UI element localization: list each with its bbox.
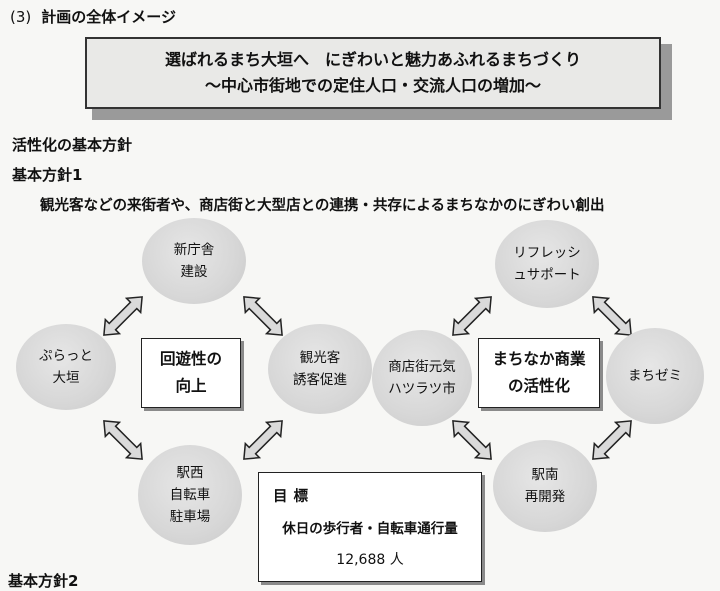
circle-machizemi: まちゼミ <box>606 328 704 424</box>
arrow-bottom-left <box>96 413 150 467</box>
basic-policy-heading: 活性化の基本方針 <box>12 136 133 154</box>
main-title-box: 選ばれるまち大垣へ にぎわいと魅力あふれるまちづくり ～中心市街地での定住人口・… <box>85 37 661 109</box>
main-title-line1: 選ばれるまち大垣へ にぎわいと魅力あふれるまちづくり <box>164 49 581 69</box>
circle-new-city-hall: 新庁舎 建設 <box>142 218 246 304</box>
section-heading: (3) 計画の全体イメージ <box>10 6 176 27</box>
policy1-label: 基本方針1 <box>12 166 83 184</box>
circle-puratto-ogaki: ぷらっと 大垣 <box>16 324 116 410</box>
circle-shopping-street-market: 商店街元気 ハツラツ市 <box>372 330 472 426</box>
goal-box: 目標 休日の歩行者・自転車通行量 12,688 人 <box>258 472 482 582</box>
center-box-commerce: まちなか商業 の活性化 <box>478 338 600 408</box>
policy2-label: 基本方針2 <box>8 572 79 590</box>
section-number: (3) <box>10 8 32 26</box>
circle-tourist-attraction: 観光客 誘客促進 <box>268 324 372 414</box>
circle-south-station-redevelopment: 駅南 再開発 <box>493 440 597 532</box>
goal-title: 目標 <box>273 489 314 505</box>
policy1-description: 観光客などの来街者や、商店街と大型店との連携・共存によるまちなかのにぎわい創出 <box>40 198 605 214</box>
arrow-top-right <box>236 289 290 343</box>
arrow-bottom-right <box>585 413 639 467</box>
center-box-circulation: 回遊性の 向上 <box>141 338 241 408</box>
circle-refresh-support: リフレッシ ュサポート <box>495 220 599 308</box>
section-title: 計画の全体イメージ <box>41 8 176 26</box>
arrow-bottom-left <box>445 413 499 467</box>
arrow-bottom-right <box>236 413 290 467</box>
circle-west-station-bicycle-parking: 駅西 自転車 駐車場 <box>138 445 242 545</box>
goal-value: 12,688 人 <box>336 552 404 568</box>
arrow-top-left <box>96 289 150 343</box>
arrow-top-left <box>445 289 499 343</box>
goal-description: 休日の歩行者・自転車通行量 <box>282 521 458 537</box>
main-title-line2: ～中心市街地での定住人口・交流人口の増加～ <box>204 76 541 95</box>
